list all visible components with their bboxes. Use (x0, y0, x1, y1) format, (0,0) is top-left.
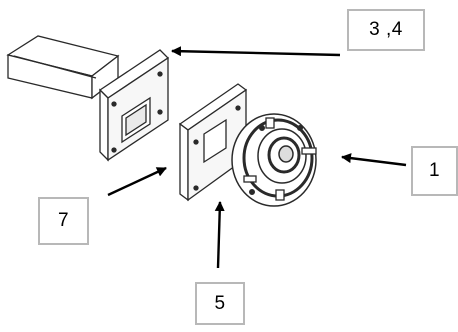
flange-bearing-part (231, 113, 317, 207)
mounting-plate-part (178, 83, 248, 202)
callout-label-5: 5 (195, 282, 245, 325)
arrow-icon (341, 153, 407, 167)
bracket-tube-part (6, 35, 170, 162)
callout-label-7: 7 (38, 197, 89, 245)
arrow-icon (107, 166, 167, 197)
callout-label-3-4: 3 ,4 (347, 9, 425, 51)
leader-arrows (107, 46, 407, 269)
arrow-icon (171, 46, 341, 57)
callout-label-1: 1 (411, 146, 458, 196)
arrow-icon (214, 201, 225, 269)
